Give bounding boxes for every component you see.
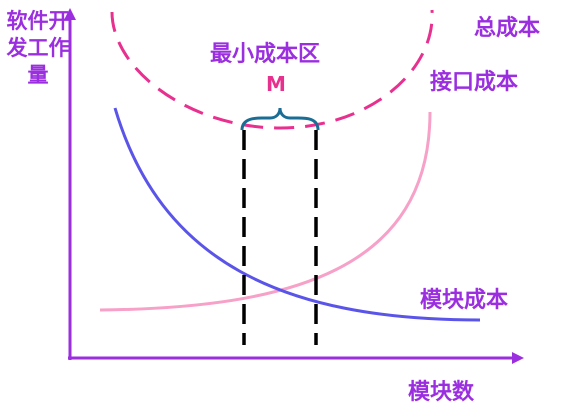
min-cost-region-label: 最小成本区	[210, 42, 321, 67]
x-axis-label: 模块数	[408, 380, 475, 405]
interface-cost-label: 接口成本	[430, 70, 519, 95]
interface-cost-curve	[99, 111, 432, 312]
module-cost-label: 模块成本	[420, 288, 509, 313]
min-region-brace	[240, 107, 320, 131]
y-axis-label: 软件开发工作量	[6, 9, 70, 87]
total-cost-label: 总成本	[474, 16, 541, 41]
optimal-module-count-marker: M	[266, 72, 286, 96]
module-cost-curve	[113, 107, 481, 322]
total-cost-curve	[110, 9, 434, 130]
